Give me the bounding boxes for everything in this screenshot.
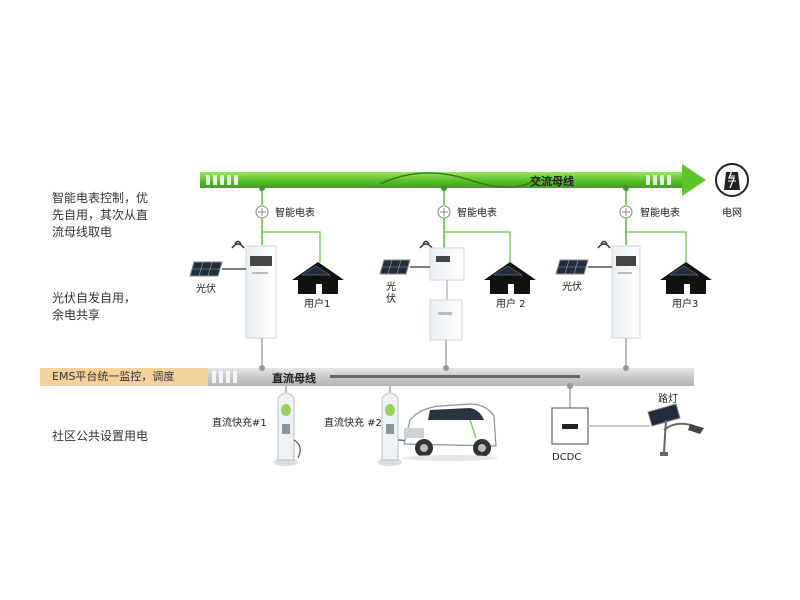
- wifi-icon: [419, 240, 433, 249]
- home-label-2: 用户 2: [496, 297, 526, 310]
- household-3: 智能电表 光伏 用户3: [555, 185, 712, 371]
- note-pv-self-use: 光伏自发自用， 余电共享: [52, 290, 136, 324]
- note-meter-control: 智能电表控制，优 先自用，其次从直 流母线取电: [52, 190, 148, 241]
- note-community-use: 社区公共设置用电: [52, 429, 149, 443]
- dc-bus-label: 直流母线: [272, 371, 316, 385]
- smart-meter-icon: [619, 205, 633, 219]
- solar-panel-icon: [379, 259, 411, 275]
- ac-bus: 交流母线: [200, 164, 706, 196]
- smart-meter-icon: [437, 205, 451, 219]
- solar-panel-icon: [189, 261, 223, 277]
- household-2: 智能电表 光伏 用户 2: [379, 185, 536, 371]
- ems-band: EMS平台统一监控，调度: [40, 368, 218, 386]
- meter-label-1: 智能电表: [275, 206, 315, 219]
- household-1: 智能电表 光伏 用户1: [189, 185, 344, 371]
- dc-bus: 直流母线: [208, 368, 694, 386]
- inverter-2: [429, 247, 465, 281]
- ac-bus-label: 交流母线: [530, 174, 574, 188]
- note-pv-self-use-line2: 余电共享: [52, 308, 101, 322]
- pv-label-1: 光伏: [196, 282, 216, 295]
- grid-label: 电网: [722, 206, 742, 219]
- dcdc-converter: [551, 383, 650, 445]
- note-meter-control-line1: 智能电表控制，优: [52, 191, 149, 205]
- solar-panel-icon: [555, 259, 589, 275]
- electric-car-icon: [402, 403, 498, 461]
- pv-label-2: 光伏: [386, 280, 396, 305]
- charger-1-label: 直流快充#1: [212, 416, 267, 429]
- note-meter-control-line2: 先自用，其次从直: [52, 208, 149, 222]
- house-icon: [292, 262, 344, 294]
- note-pv-self-use-line1: 光伏自发自用，: [52, 291, 137, 305]
- pv-label-2-line1: 光: [386, 280, 396, 293]
- home-label-1: 用户1: [304, 297, 330, 310]
- house-icon: [484, 262, 536, 294]
- house-icon: [660, 262, 712, 294]
- meter-label-2: 智能电表: [457, 206, 497, 219]
- home-label-3: 用户3: [672, 297, 698, 310]
- dcdc-label: DCDC: [552, 452, 581, 463]
- power-grid-icon: [715, 163, 749, 197]
- note-meter-control-line3: 流母线取电: [52, 225, 113, 239]
- wifi-icon: [231, 240, 245, 249]
- wifi-icon: [597, 240, 611, 249]
- pv-label-2-line2: 伏: [386, 292, 396, 305]
- battery-2: [429, 299, 463, 341]
- dc-fast-charger-2: [378, 386, 421, 466]
- smart-meter-icon: [255, 205, 269, 219]
- meter-label-3: 智能电表: [640, 206, 680, 219]
- streetlight-label: 路灯: [658, 392, 678, 405]
- dc-fast-charger-1: [274, 386, 301, 466]
- charger-2-label: 直流快充 #2: [324, 416, 382, 429]
- streetlight-icon: [647, 403, 704, 456]
- pv-label-3: 光伏: [562, 280, 582, 293]
